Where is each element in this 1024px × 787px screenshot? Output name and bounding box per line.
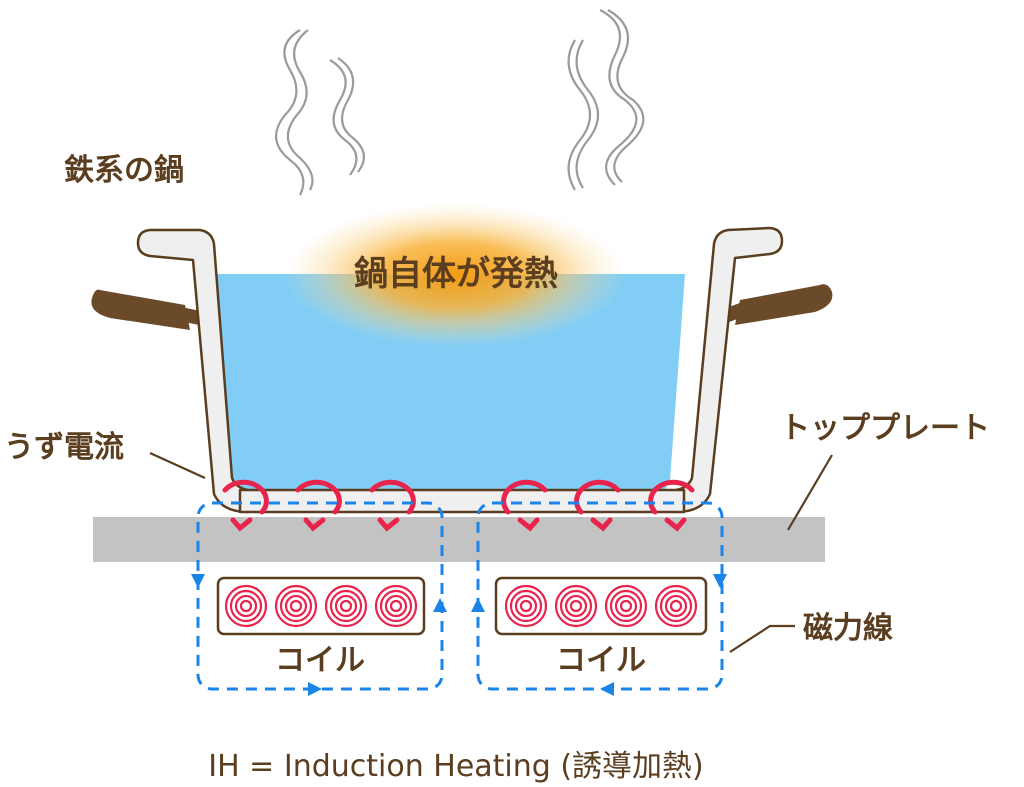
label-eddy-current: うず電流 — [4, 430, 124, 465]
label-top-plate: トッププレート — [780, 411, 990, 446]
steam-left-icon — [275, 29, 365, 196]
eddy-current-arrow-icon — [295, 479, 342, 532]
label-magnetic-field: 磁力線 — [803, 611, 893, 646]
footer-caption: IH = Induction Heating (誘導加熱) — [208, 749, 704, 784]
label-heat: 鍋自体が発熱 — [354, 254, 558, 294]
pot-body — [136, 226, 784, 514]
coil-icon — [504, 584, 698, 628]
pot-handle-right — [718, 284, 833, 325]
eddy-current-arrow-icon — [648, 479, 695, 532]
label-coil-right: コイル — [556, 643, 646, 678]
coil-left — [216, 576, 426, 636]
pot-handle-left — [91, 289, 207, 330]
label-pot: 鉄系の鍋 — [64, 153, 184, 188]
heat-glow — [285, 203, 625, 347]
eddy-current-arrow-icon — [222, 479, 269, 532]
eddy-current-arrow-icon — [574, 479, 621, 532]
label-coil-left: コイル — [275, 643, 365, 678]
eddy-current-arrow-icon — [501, 479, 548, 532]
coil-icon — [224, 584, 418, 628]
top-plate — [93, 517, 825, 562]
field-arrow-icon — [191, 574, 727, 696]
steam-right-icon — [567, 9, 645, 191]
eddy-current-arrow-icon — [369, 479, 416, 532]
leader-lines — [149, 451, 833, 653]
coil-right — [494, 576, 708, 636]
eddy-current-group — [222, 479, 695, 532]
